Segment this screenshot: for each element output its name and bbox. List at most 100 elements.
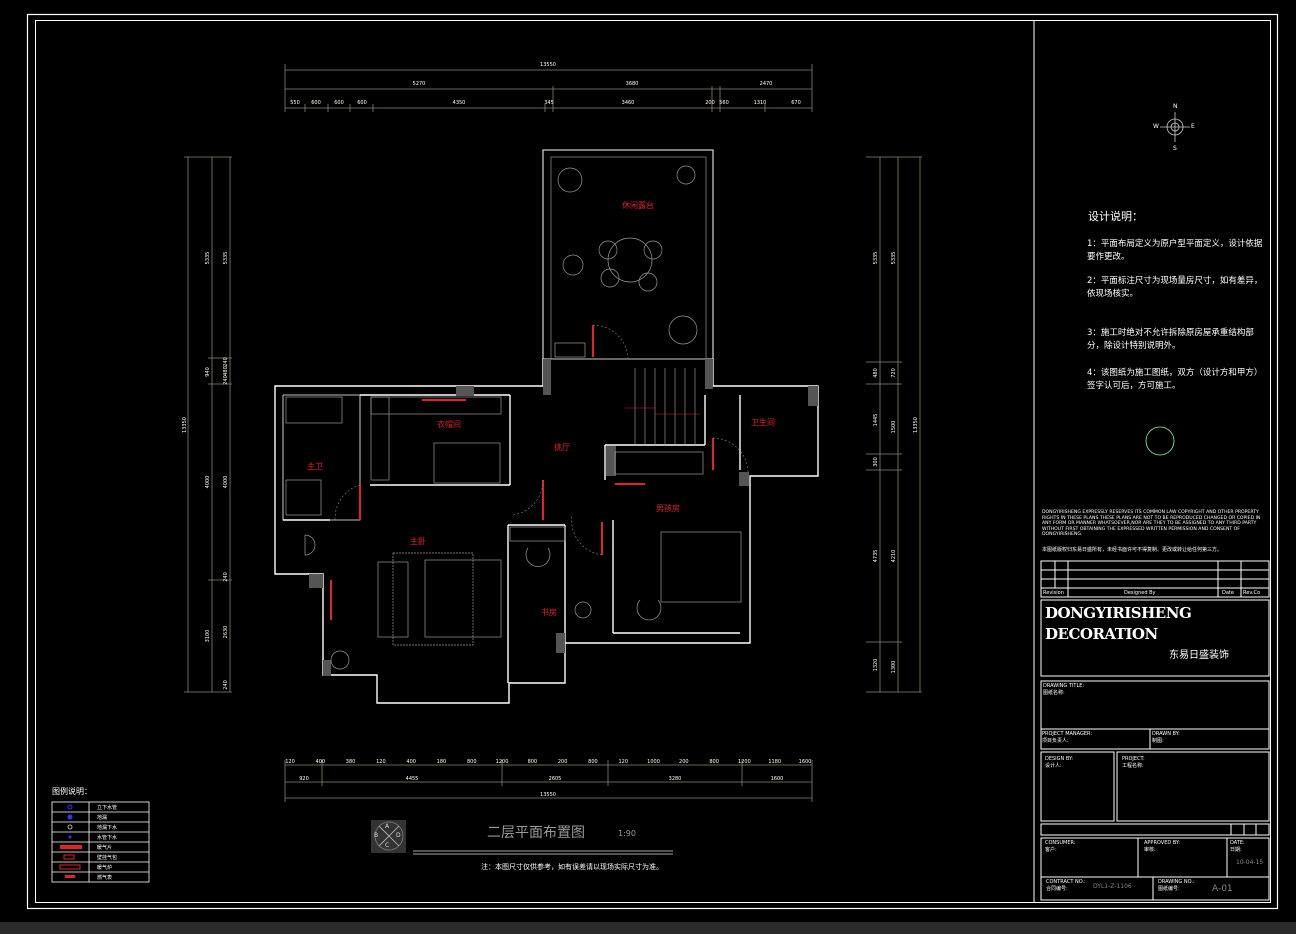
dim-right: 1320 [873,658,879,672]
terrace-table [607,237,653,283]
legend-label: 水管下水 [97,835,118,841]
notes-heading: 设计说明： [1088,210,1143,223]
dim-left-total: 13350 [182,417,188,433]
legend-item: 水管下水 [52,832,149,842]
status-strip [0,922,1296,934]
legend-label: 地漏 [97,815,108,821]
dim-right: 720 [891,368,897,378]
date-field-label: DATE: [1230,840,1245,846]
legend-table [51,801,150,883]
designed-by-label: Designed By [1124,590,1156,596]
drawing-no-label-cn: 图纸编号: [1158,886,1180,892]
drawing-no-label: DRAWING NO.: [1158,879,1195,885]
dim-bottom: 920 [299,776,309,782]
logo-letter-d: D [396,832,401,839]
logo-letter-a: A [385,823,390,830]
plant [557,167,583,193]
dim-left: 4000 [205,475,211,489]
legend-item: 燃气表 [52,872,149,882]
drawing-footnote: 注：本图尺寸仅供参考，如有误差请以现场实际尺寸为准。 [481,863,663,871]
sheet-frame-inner [35,20,1271,903]
drawing-no-value: A-01 [1212,884,1233,894]
legend-label: 暖气片 [97,845,113,851]
dim-bottom: 1200 [495,759,509,765]
legend-item: 暖气片 [52,842,149,852]
furniture [285,165,742,670]
logo-letter-b: B [374,832,379,839]
dim-bottom: 380 [345,759,356,765]
dim-top: 550 [290,100,300,106]
approved-by-label-cn: 审核: [1144,847,1156,853]
boy-bed [660,531,742,603]
revision-label: Revision [1043,590,1064,596]
approved-by-label: APPROVED BY: [1144,840,1181,846]
wall-solids [309,359,818,676]
dim-right: 4735 [873,549,879,563]
legend-label: 立下水管 [97,805,118,811]
master-bed-furniture [424,559,502,638]
legend-label: 地漏下水 [97,825,118,831]
dim-left: 240 [223,572,229,582]
contract-no-value: DYL1-Z-1106 [1093,883,1132,890]
legend-item: 地漏 [52,812,149,822]
dim-top: 600 [311,100,321,106]
compass-s: S [1173,145,1177,152]
note-1: 1：平面布局定义为原户型平面定义，设计依据要作更改。 [1087,239,1263,262]
dim-left: 5335 [223,251,229,265]
dim-bottom: 1200 [738,759,751,765]
dim-bottom: 800 [527,759,538,765]
drawing-scale: 1:90 [618,829,636,838]
dim-right-total: 13350 [913,417,919,433]
dim-right: 1445 [873,413,879,427]
dim-bottom: 400 [406,759,416,765]
date-field-label-cn: 日期: [1230,847,1242,853]
dim-top: 560 [719,100,729,106]
consumer-label: CONSUMER: [1045,840,1076,846]
dim-top: 345 [544,100,554,106]
dim-bottom-total: 13550 [540,792,556,798]
legend-symbols [59,804,82,878]
project-label: PROJECT: [1122,756,1145,762]
legend-item: 立下水管 [52,802,149,812]
dim-left: 240 [223,375,229,385]
staircase [625,368,700,446]
dim-top: 4350 [452,100,466,106]
legend-item: 壁挂气包 [52,852,149,862]
shower [285,479,322,516]
drawn-by-label: DRAWN BY: [1152,731,1180,737]
dim-bottom: 120 [618,759,629,765]
dim-top: 600 [357,100,367,106]
dim-right: 5335 [873,251,879,265]
consumer-label-cn: 客户: [1045,847,1057,853]
study-desk [509,526,566,542]
design-by-label: DESIGN BY: [1045,756,1074,762]
sheet-frame-outer [26,13,1279,910]
dim-bottom: 400 [315,759,326,765]
dim-bottom: 3280 [668,776,682,782]
dim-bottom: 120 [376,759,386,765]
room-label-cloakroom: 衣帽间 [437,420,461,429]
dim-top: 5270 [412,81,426,87]
dim-bottom: 120 [285,759,295,765]
project-manager-label-cn: 项目负责人: [1042,738,1069,744]
dim-right: 4210 [891,549,897,563]
compass-n: N [1173,103,1178,110]
dim-bottom: 4455 [405,776,419,782]
drawing-title: 二层平面布置图 [487,825,585,841]
copyright-cn: 本图纸版权归东易日盛所有，未经书面许可不得复制、更改或转让给任何第三方。 [1042,547,1223,553]
dim-bottom: 2605 [548,776,562,782]
compass-e: E [1191,123,1195,130]
design-by-label-cn: 设计人: [1045,763,1062,769]
legend-heading: 图例说明： [52,787,92,796]
dim-bottom: 800 [466,759,477,765]
dim-right: 480 [873,368,879,378]
date-label: Date [1222,590,1234,596]
dim-top: 200 [705,100,715,106]
terrace-outline [542,149,714,360]
legend-label: 燃气表 [97,875,113,881]
dim-top-total: 13550 [540,62,556,68]
top-dimensions [284,64,813,112]
logo-letter-c: C [385,842,390,849]
exterior-wall [274,359,819,704]
